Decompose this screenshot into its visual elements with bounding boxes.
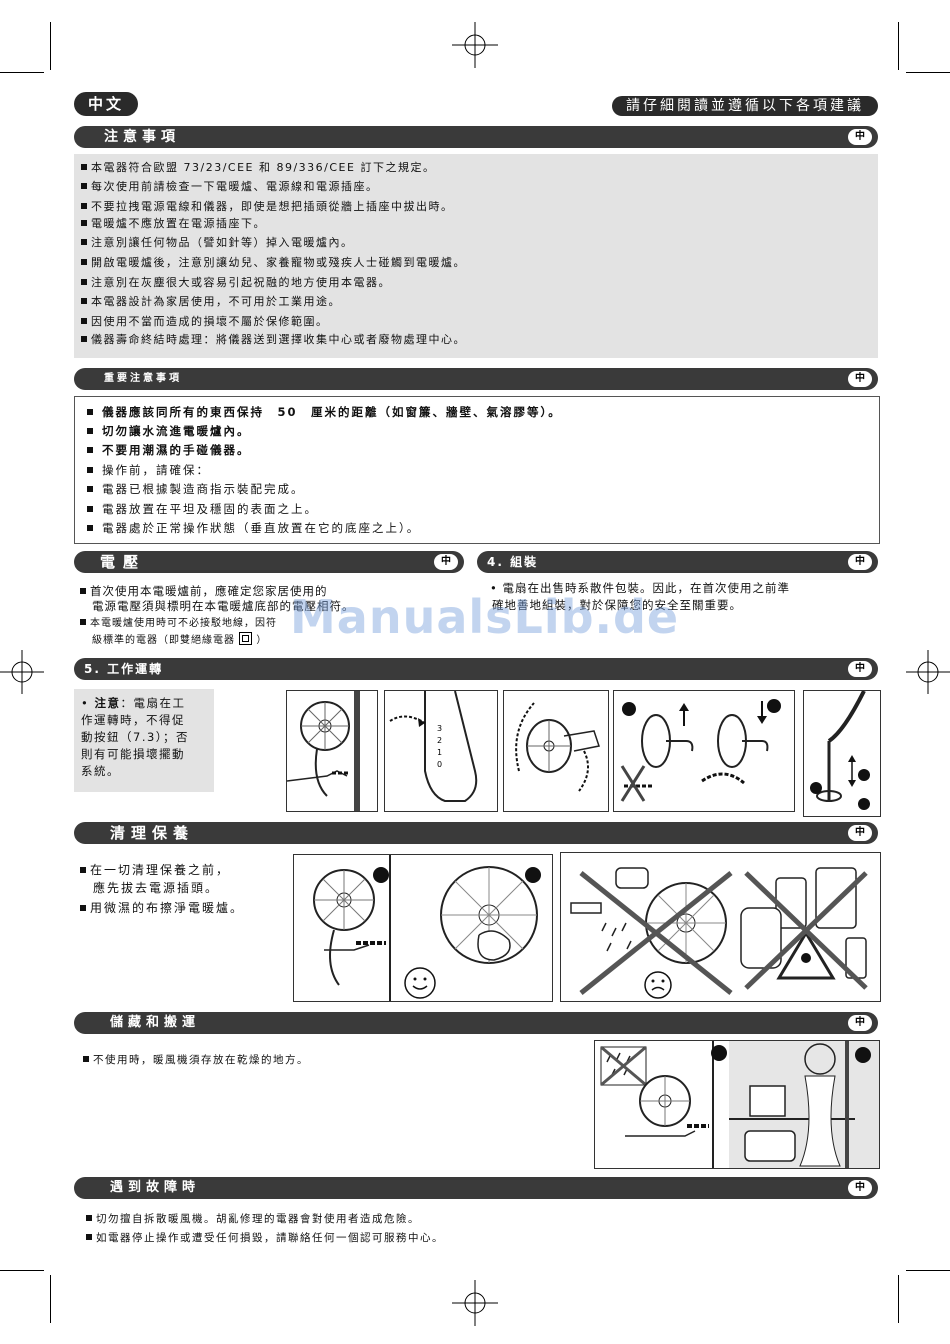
precaution-item: 注意別讓任何物品（譬如針等）掉入電暖爐內。 bbox=[81, 235, 354, 251]
section-title-storage: 儲藏和搬運 bbox=[110, 1015, 201, 1030]
svg-text:3: 3 bbox=[437, 724, 442, 733]
precaution-item: 不要拉拽電源電線和儀器，即使是想把插頭從牆上插座中拔出時。 bbox=[81, 199, 454, 215]
svg-text:0: 0 bbox=[437, 760, 442, 769]
precaution-item: 開啟電暖爐後，注意別讓幼兒、家養寵物或殘疾人士碰觸到電暖爐。 bbox=[81, 255, 466, 271]
language-badge: 中 bbox=[848, 554, 872, 570]
cleaning-unplug-and-wipe-illustration bbox=[293, 854, 553, 1002]
language-badge: 中 bbox=[848, 661, 872, 677]
operation-note: • 注意：電扇在工 bbox=[81, 696, 186, 710]
language-badge: 中 bbox=[848, 371, 872, 387]
important-item: 電器已根據製造商指示裝配完成。 bbox=[87, 480, 305, 498]
important-item: 電器放置在平坦及穩固的表面之上。 bbox=[87, 500, 318, 518]
language-badge: 中 bbox=[848, 1180, 872, 1196]
registration-mark-top bbox=[452, 22, 498, 68]
section-bar-cleaning: 清理保養 中 bbox=[74, 822, 878, 844]
important-panel bbox=[74, 396, 880, 544]
assembly-line: • 電扇在出售時系散件包裝。因此，在首次使用之前準 bbox=[490, 581, 790, 595]
power-line: 首次使用本電暖爐前，應確定您家居使用的 bbox=[80, 583, 328, 599]
section-title-operation: 5. 工作運轉 bbox=[84, 662, 164, 676]
important-item: 電器處於正常操作狀態（垂直放置在它的底座之上）。 bbox=[87, 519, 420, 537]
section-bar-important: 重要注意事項 中 bbox=[74, 368, 878, 390]
precautions-panel bbox=[74, 154, 878, 358]
section-title-fault: 遇到故障時 bbox=[110, 1180, 201, 1195]
cleaning-line: 應先拔去電源插頭。 bbox=[93, 881, 220, 895]
precaution-item: 儀器壽命終結時處理：將儀器送到選擇收集中心或者廢物處理中心。 bbox=[81, 332, 466, 348]
important-item: 儀器應該同所有的東西保持 50 厘米的距離（如窗簾、牆壁、氣溶膠等）。 bbox=[87, 403, 562, 421]
fan-buttons-illustration: 3 2 1 0 bbox=[384, 690, 498, 812]
precaution-item: 注意別在灰塵很大或容易引起祝融的地方使用本電器。 bbox=[81, 275, 391, 291]
assembly-line: 確地善地組裝，對於保障您的安全至關重要。 bbox=[492, 598, 742, 612]
fault-line: 如電器停止操作或遭受任何損毀，請聯絡任何一個認可服務中心。 bbox=[86, 1230, 444, 1246]
language-badge: 中 bbox=[434, 554, 458, 570]
cleaning-line: 在一切清理保養之前， bbox=[80, 862, 230, 878]
section-bar-operation: 5. 工作運轉 中 bbox=[74, 658, 878, 680]
section-title-assembly: 4. 組裝 bbox=[487, 555, 539, 569]
precaution-item: 每次使用前請檢查一下電暖爐、電源線和電源插座。 bbox=[81, 179, 379, 195]
precaution-item: 本電器符合歐盟 73/23/CEE 和 89/336/CEE 訂下之規定。 bbox=[81, 160, 435, 176]
language-badge: 中 bbox=[848, 129, 872, 145]
important-item: 切勿讓水流進電暖爐內。 bbox=[87, 422, 251, 440]
section-title-precautions: 注意事項 bbox=[104, 129, 180, 145]
precaution-item: 因使用不當而造成的損壞不屬於保修範圍。 bbox=[81, 314, 329, 330]
section-title-important: 重要注意事項 bbox=[104, 373, 182, 384]
operation-note-panel bbox=[74, 689, 214, 792]
fault-line: 切勿擅自拆散暖風機。胡亂修理的電器會對使用者造成危險。 bbox=[86, 1211, 420, 1227]
section-title-power: 電壓 bbox=[100, 553, 147, 571]
registration-mark-bottom bbox=[452, 1280, 498, 1326]
power-line: 級標準的電器（即雙絕緣電器 ） bbox=[92, 632, 267, 649]
fan-oscillation-illustration bbox=[613, 690, 795, 812]
language-badge: 中 bbox=[848, 825, 872, 841]
power-line: 本電暖爐使用時可不必接駁地線，因符 bbox=[80, 616, 277, 632]
page-title: 請仔細閱讀並遵循以下各項建議 bbox=[612, 96, 878, 116]
svg-text:2: 2 bbox=[437, 736, 442, 745]
section-bar-power: 電壓 中 bbox=[74, 551, 464, 573]
registration-mark-left bbox=[0, 650, 44, 694]
cleaning-line: 用微濕的布擦淨電暖爐。 bbox=[80, 900, 244, 916]
double-insulation-icon bbox=[239, 632, 253, 645]
fan-tilt-illustration bbox=[503, 690, 609, 812]
storage-illustration bbox=[594, 1040, 880, 1169]
section-bar-assembly: 4. 組裝 中 bbox=[477, 551, 878, 573]
cleaning-do-not-use-water-illustration bbox=[560, 852, 881, 1002]
section-bar-fault: 遇到故障時 中 bbox=[74, 1177, 878, 1199]
important-item: 不要用潮濕的手碰儀器。 bbox=[87, 441, 251, 459]
fan-height-illustration bbox=[803, 690, 881, 817]
section-title-cleaning: 清理保養 bbox=[110, 824, 195, 842]
watermark: ManualsLib.de bbox=[290, 590, 680, 644]
section-bar-precautions: 注意事項 中 bbox=[74, 126, 878, 148]
registration-mark-right bbox=[906, 650, 950, 694]
language-label: 中文 bbox=[74, 92, 138, 116]
fan-plug-illustration bbox=[286, 690, 378, 812]
section-bar-storage: 儲藏和搬運 中 bbox=[74, 1012, 878, 1034]
important-item: 操作前，請確保： bbox=[87, 461, 210, 479]
operation-note: 系統。 bbox=[81, 764, 120, 778]
precaution-item: 本電器設計為家居使用，不可用於工業用途。 bbox=[81, 294, 341, 310]
language-badge: 中 bbox=[848, 1015, 872, 1031]
operation-note: 作運轉時，不得促 bbox=[81, 713, 185, 727]
operation-note: 動按鈕（7.3）；否 bbox=[81, 730, 190, 744]
svg-text:1: 1 bbox=[437, 748, 442, 757]
precaution-item: 電暖爐不應放置在電源插座下。 bbox=[81, 216, 266, 232]
operation-note: 則有可能損壞擺動 bbox=[81, 747, 185, 761]
power-line: 電源電壓須與標明在本電暖爐底部的電壓相符。 bbox=[92, 599, 355, 613]
storage-line: 不使用時，暖風機須存放在乾燥的地方。 bbox=[83, 1052, 309, 1068]
